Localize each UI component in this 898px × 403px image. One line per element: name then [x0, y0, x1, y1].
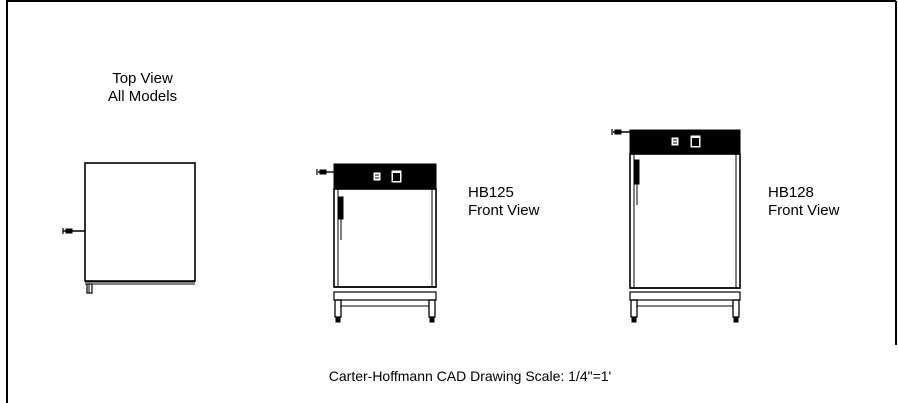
- hb128-view-name: Front View: [768, 202, 840, 219]
- sheet-border: [6, 0, 897, 403]
- hb125-view-name: Front View: [468, 202, 540, 219]
- hb128-model: HB128: [768, 184, 814, 201]
- hb125-label: HB125 Front View: [468, 184, 578, 220]
- top-view-label: Top View All Models: [80, 70, 205, 106]
- scale-caption: Carter-Hoffmann CAD Drawing Scale: 1/4"=…: [328, 368, 612, 384]
- top-view-cabinet: [62, 162, 196, 294]
- hb125-front-view: [316, 163, 437, 323]
- top-view-title: Top View: [112, 70, 173, 87]
- hb125-model: HB125: [468, 184, 514, 201]
- top-view-subtitle: All Models: [107, 88, 178, 105]
- hb128-front-view: [611, 129, 741, 323]
- hb128-label: HB128 Front View: [768, 184, 878, 220]
